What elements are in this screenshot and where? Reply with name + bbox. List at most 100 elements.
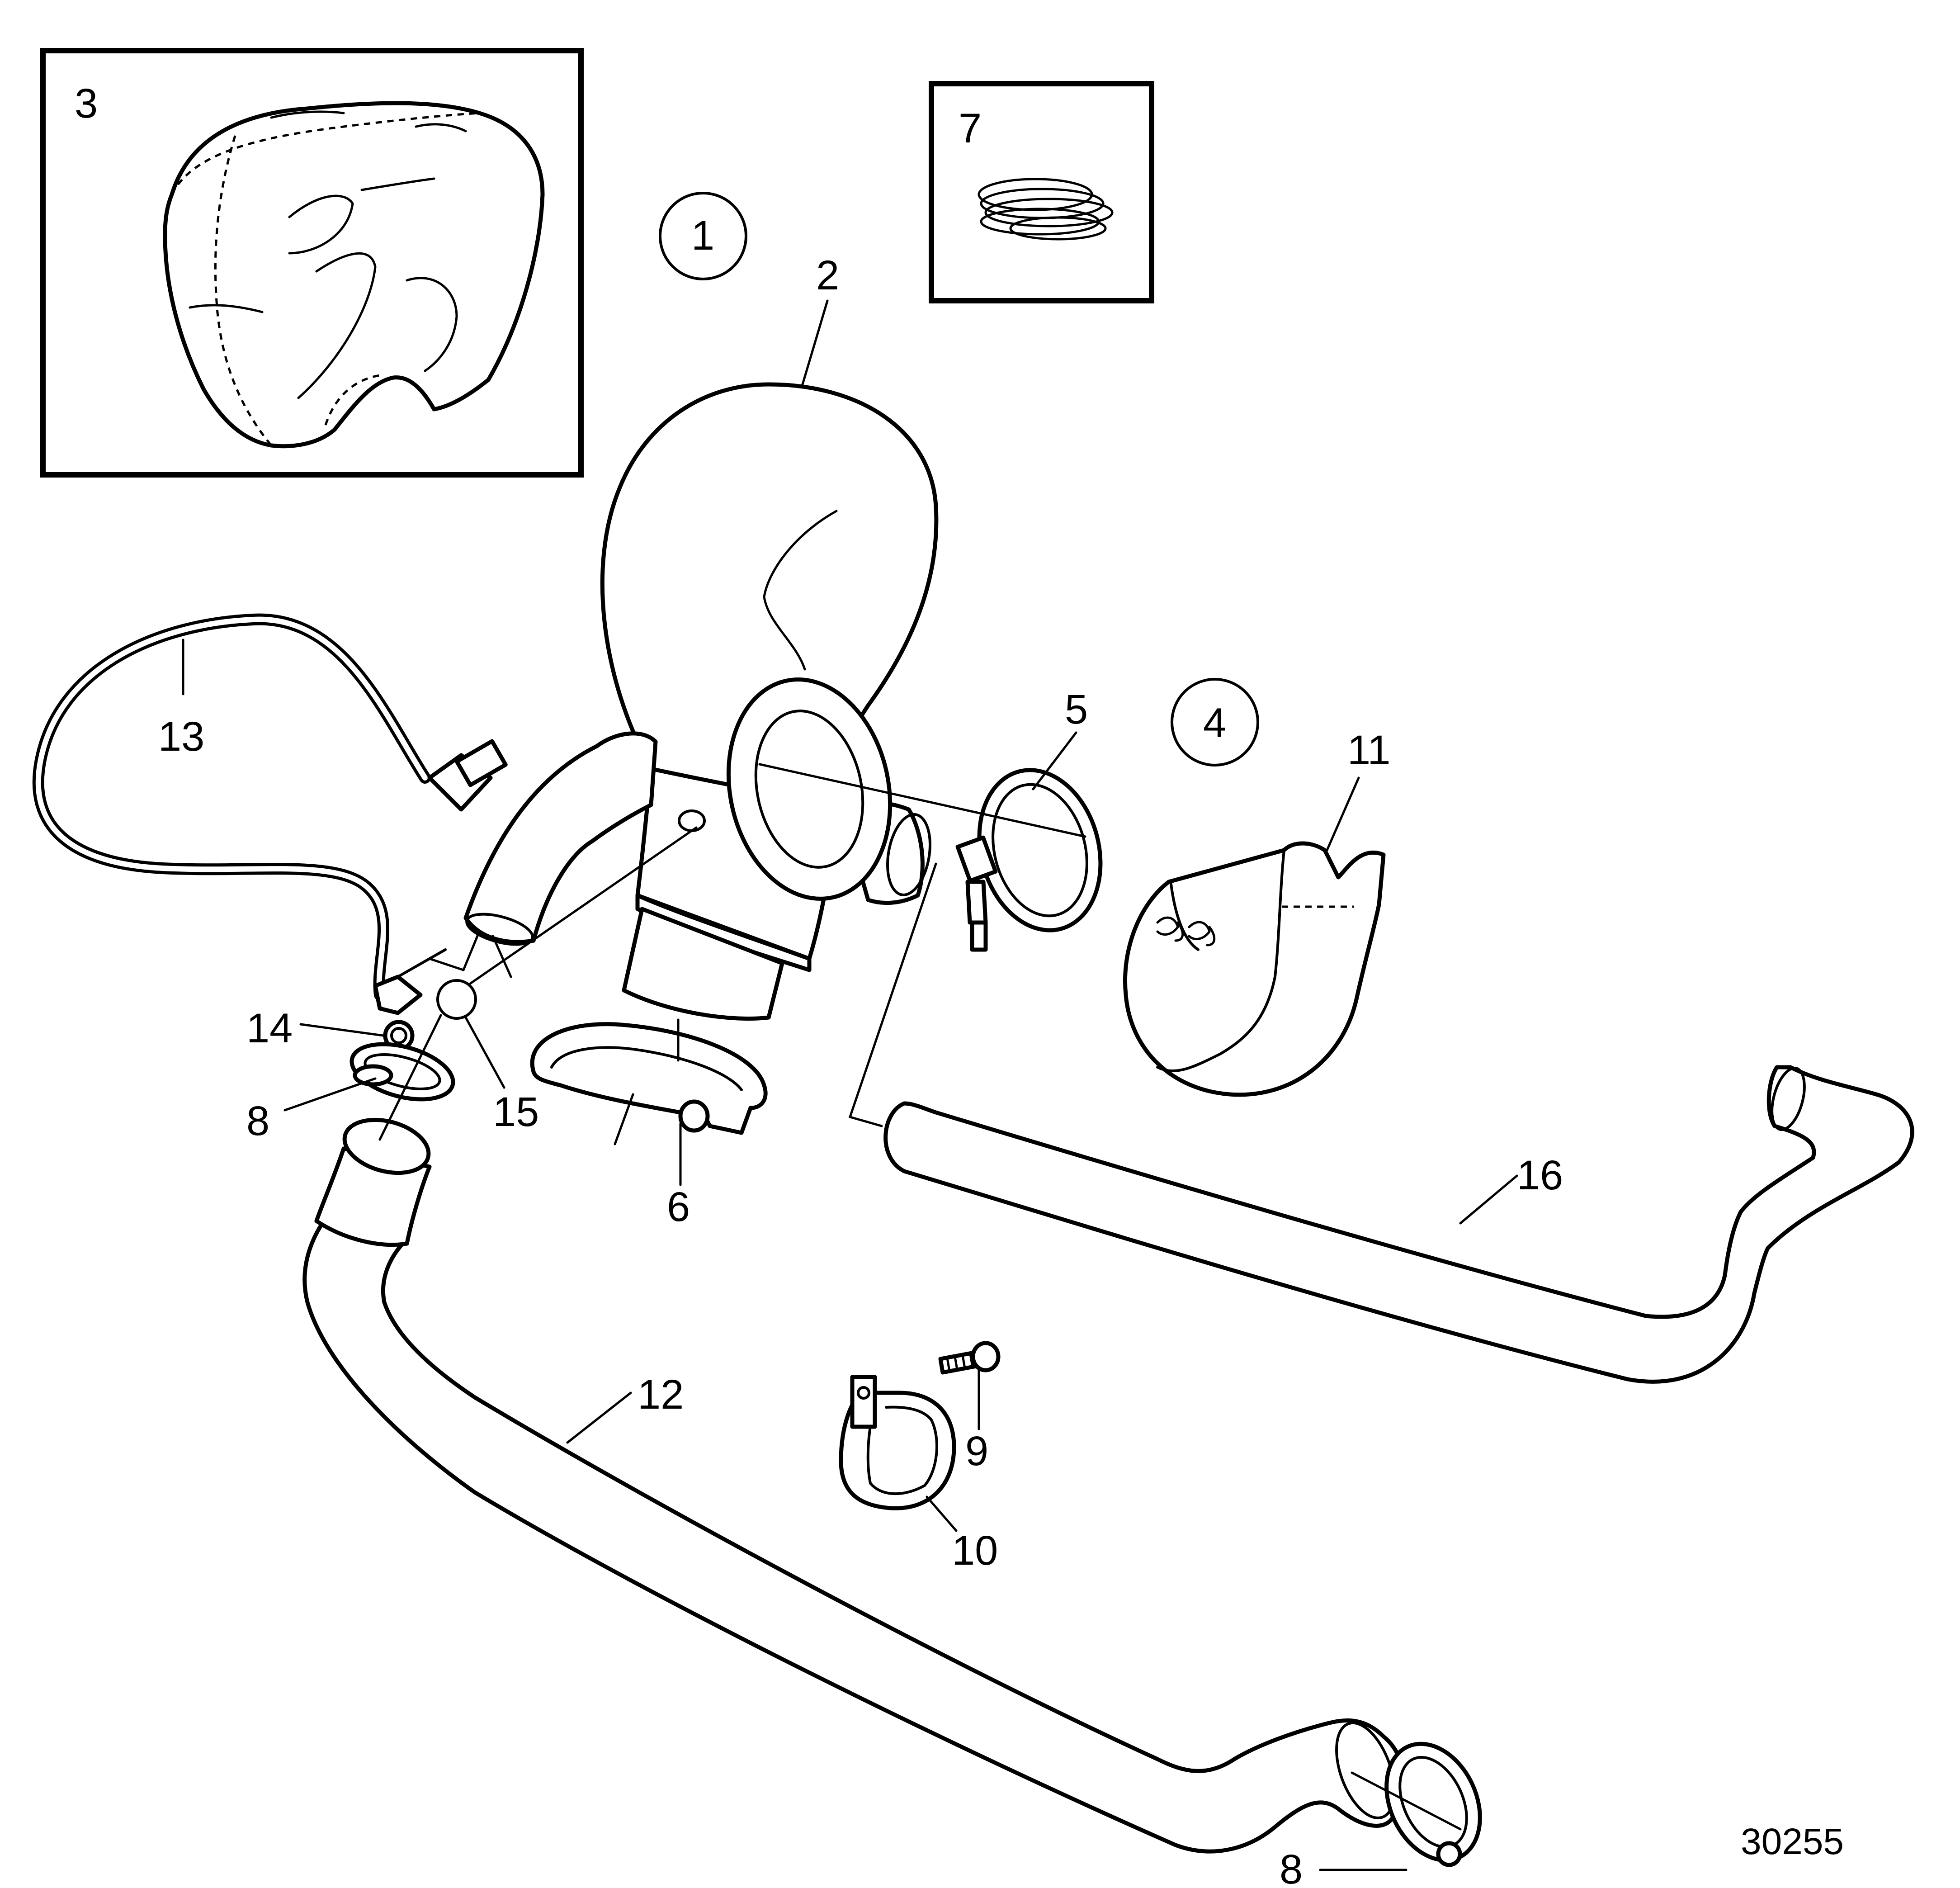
inset-frame-7: [929, 81, 1154, 303]
callout-5: 5: [1065, 686, 1088, 733]
clamp-5: [955, 768, 1103, 952]
callout-8-lower: 8: [1280, 1846, 1303, 1888]
cover-contour-1: [288, 194, 354, 255]
clip-10-tab: [850, 1375, 877, 1429]
pipe-12-hose-mouth: [342, 1117, 431, 1175]
leader-8-upper: [283, 1077, 377, 1112]
bolt-9-head: [971, 1341, 1001, 1372]
badge-1-circle: [659, 192, 747, 280]
inset-frame-3: [40, 48, 584, 478]
spring-coil-3: [984, 198, 1114, 227]
inset-cover: [40, 48, 584, 478]
bracket-11-strap: [1123, 841, 1386, 1097]
inset-spring: [929, 81, 1154, 303]
exhaust-ring-bore: [754, 710, 864, 869]
cable-13-wire: [32, 613, 431, 1001]
axis-oring: [469, 826, 698, 985]
spring-coil-5: [1009, 216, 1107, 241]
leader-5: [1032, 731, 1077, 790]
callout-13: 13: [158, 714, 204, 760]
drawing-reference-number: 30255: [1741, 1821, 1844, 1862]
callout-11: 11: [1347, 727, 1391, 773]
clamp-6-band: [530, 1022, 768, 1135]
leader-10: [926, 1495, 958, 1532]
badge-4-circle: [1171, 678, 1259, 767]
cable-13-sensor-body: [373, 975, 423, 1015]
clamp-6-bolt-head: [678, 1099, 710, 1133]
cable-13: [32, 613, 508, 1015]
cable-13-connector-plug: [454, 739, 508, 787]
axis-5: [758, 763, 1086, 838]
callout-6: 6: [667, 1184, 690, 1230]
leader-14: [299, 1023, 385, 1037]
hose-clamp-8-upper: [349, 1042, 455, 1102]
callout-14: 14: [246, 1005, 293, 1051]
leader-15: [464, 1016, 505, 1089]
bracket-11-rivet-1: [1156, 916, 1184, 942]
exhaust-bottom-tube: [622, 907, 784, 1021]
pipe-16: [883, 1065, 1914, 1384]
cover-contour-5: [360, 177, 435, 191]
cover-contour-7: [415, 123, 467, 132]
cover-dashed-notch: [324, 374, 380, 426]
callout-7: 7: [959, 105, 982, 151]
bracket-11-rivet-2: [1188, 921, 1216, 946]
callouts: 1 2 3 4 5 6 7 8 8 9 10 11 12 13 14 15 16…: [75, 80, 1844, 1888]
clip-10: [839, 1375, 956, 1510]
clamp-6: [530, 1022, 768, 1135]
hose-clamp-8-upper-inner: [364, 1053, 441, 1090]
callout-15: 15: [493, 1089, 539, 1135]
leader-2: [801, 299, 829, 386]
leader-11: [1326, 776, 1360, 852]
cable-13-wire-fill: [35, 616, 428, 998]
leader-lines: [182, 299, 1518, 1871]
cover-dashed-inner: [214, 135, 272, 446]
exhaust-left-branch: [463, 731, 658, 944]
callout-2: 2: [816, 252, 839, 298]
pipe-12: [302, 1201, 1406, 1854]
leader-16: [1459, 1174, 1518, 1225]
clamp-5-nut: [970, 920, 988, 952]
pipe-16-end: [1771, 1066, 1806, 1131]
callout-8-upper: 8: [246, 1098, 269, 1144]
bolt-9: [938, 1341, 1001, 1375]
clamp-5-lug: [955, 835, 998, 883]
leader-12: [566, 1391, 632, 1444]
callout-16: 16: [1517, 1152, 1563, 1198]
hose-clamp-8-upper-screw: [353, 1064, 393, 1087]
clip-10-hole: [857, 1386, 870, 1400]
clamp-5-bolt: [965, 880, 988, 925]
callout-9: 9: [965, 1428, 988, 1474]
callout-3: 3: [75, 80, 98, 127]
cover-contour-2: [297, 252, 377, 399]
exhaust-elbow-inner: [763, 510, 838, 671]
clamp-5-inner: [992, 783, 1088, 918]
exhaust-right-mouth: [886, 813, 931, 896]
axis-16: [848, 862, 937, 1127]
hose-clamp-8-lower: [1384, 1741, 1482, 1867]
axis-8-lower: [1351, 1771, 1462, 1831]
pipe-12-end: [1335, 1721, 1396, 1820]
plug-14-inner: [390, 1027, 407, 1044]
bolt-9-threads: [946, 1353, 974, 1372]
exhaust-ring-flange: [726, 677, 893, 901]
clip-10-inner: [866, 1405, 938, 1495]
hose-clamp-8-lower-screw: [1436, 1841, 1462, 1867]
cover-contour-6: [270, 110, 345, 119]
axis-hose-12: [378, 1014, 442, 1141]
cover-contour-3: [406, 277, 458, 372]
cable-13-sensor-tip: [397, 948, 447, 978]
exhaust-body-2: [463, 382, 939, 1021]
bracket-11: [1123, 841, 1386, 1097]
axis-left-branch: [428, 930, 512, 978]
callout-1: 1: [691, 213, 714, 259]
oring-15: [436, 979, 477, 1020]
cover-contour-4: [189, 304, 264, 313]
cover-dashed-edge: [170, 112, 480, 195]
callout-10: 10: [952, 1528, 998, 1574]
bracket-11-inner-edge: [1156, 849, 1285, 1072]
cover-part: [163, 101, 545, 449]
axis-6-low: [614, 1093, 634, 1145]
callout-4: 4: [1203, 700, 1226, 746]
